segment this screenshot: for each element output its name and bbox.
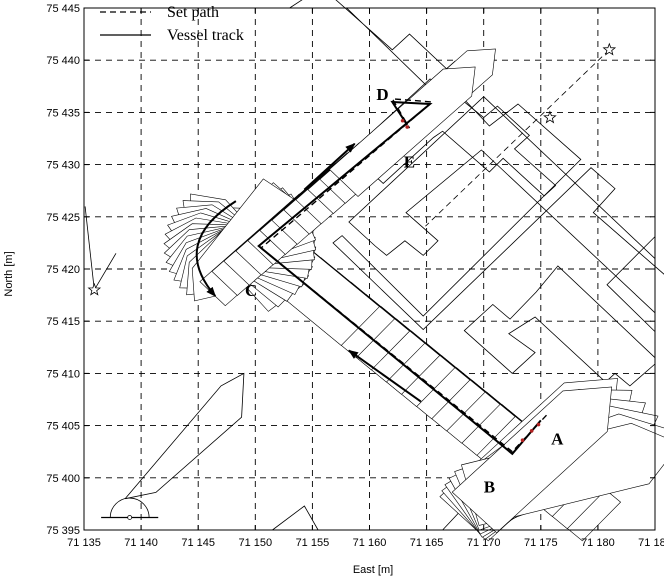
y-tick-label: 75 440 [46,55,80,67]
arrow-northwest [348,349,422,403]
y-tick-label: 75 435 [46,107,80,119]
harbor-structure [332,94,664,331]
vessel-footprint [329,66,476,197]
y-tick-label: 75 410 [46,368,80,380]
path-mark [529,429,534,433]
legend-label-vessel-track: Vessel track [167,27,244,44]
series-line-vessel-track [257,100,542,456]
arrow-northeast [303,142,356,191]
y-tick-label: 75 395 [46,525,80,537]
legend-label-set-path: Set path [167,4,219,21]
arrow-rotation [195,200,237,297]
harbor-structure [289,0,458,98]
legend: Set path Vessel track [100,4,244,44]
x-tick-label: 71 180 [581,537,615,549]
x-tick-label: 71 185 [638,537,664,549]
point-label-b: B [484,477,495,496]
harbor-structure [348,96,656,314]
x-axis-title: East [m] [353,564,393,576]
harbor-structure [124,372,245,500]
y-tick-label: 75 400 [46,473,80,485]
x-tick-label: 71 150 [238,537,272,549]
landmark-star [602,42,617,56]
y-tick-label: 75 405 [46,421,80,433]
x-tick-label: 71 135 [67,537,101,549]
direction-arrows [195,142,422,403]
x-tick-label: 71 165 [410,537,444,549]
y-tick-label: 75 425 [46,212,80,224]
y-tick-label: 75 420 [46,264,80,276]
antenna-icon [109,497,150,518]
x-tick-label: 71 140 [124,537,158,549]
series-layer [87,42,617,456]
point-label-a: A [551,429,564,448]
y-axis-title: North [m] [3,251,15,296]
x-tick-label: 71 160 [353,537,387,549]
harbor-structure [606,236,656,332]
reference-line [425,49,610,227]
harbor-structure [463,265,656,428]
path-mark [520,438,525,443]
point-label-d: D [376,85,388,104]
vessel-footprint [451,386,613,534]
harbor-structures [84,0,664,531]
harbor-structure [272,505,319,531]
landmark-star [87,282,102,296]
axes-frame: 71 135 71 140 71 145 71 150 71 155 71 160 71 1… [46,3,664,549]
x-tick-label: 71 145 [181,537,215,549]
x-tick-label: 71 155 [296,537,330,549]
antenna-icon [127,515,133,520]
path-mark [400,118,405,123]
y-tick-label: 75 415 [46,316,80,328]
x-tick-label: 71 170 [467,537,501,549]
x-tick-label: 71 175 [524,537,558,549]
point-label-e: E [404,153,415,172]
y-tick-label: 75 445 [46,3,80,15]
point-label-c: C [245,281,257,300]
point-labels: A B C D E [245,85,564,497]
path-mark [536,422,541,427]
path-mark [405,125,409,129]
y-tick-label: 75 430 [46,160,80,172]
landmark-star [543,110,557,124]
